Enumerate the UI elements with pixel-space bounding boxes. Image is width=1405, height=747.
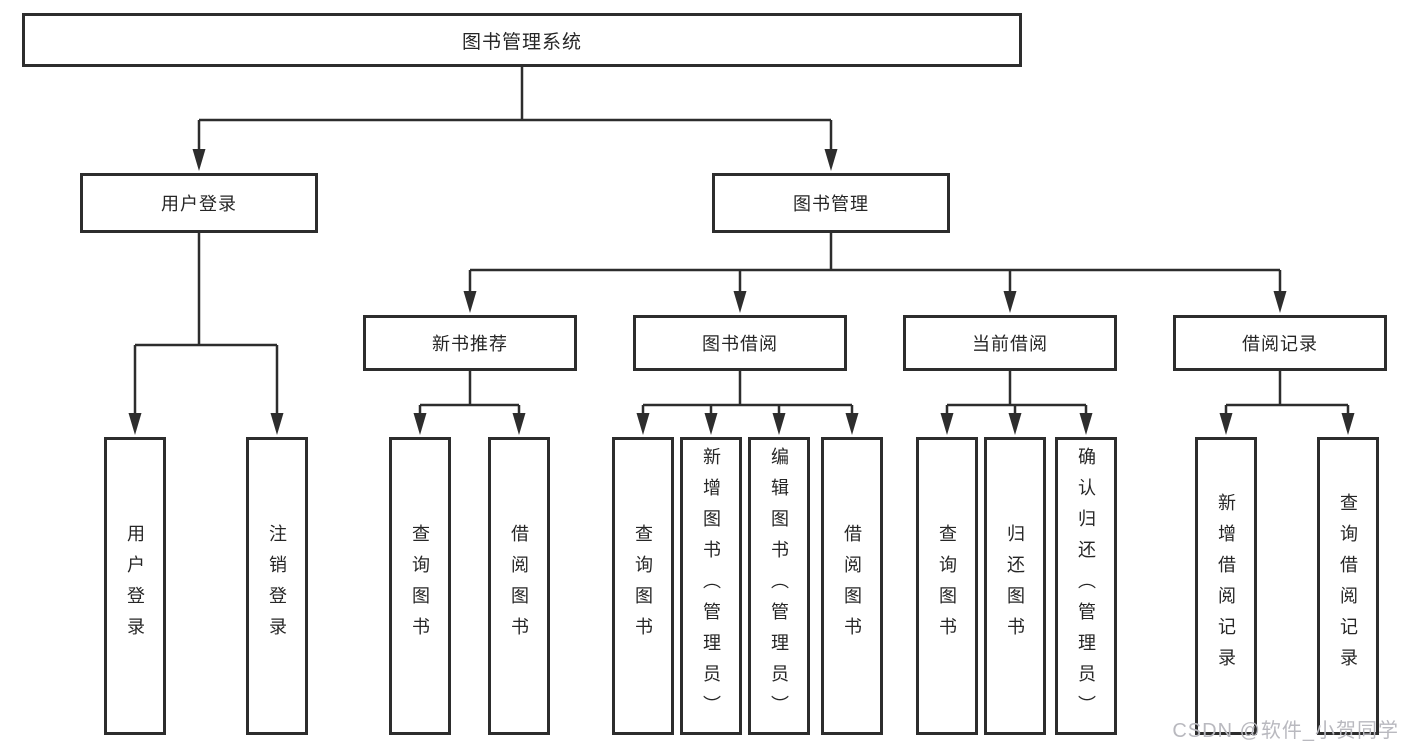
arrowhead: [270, 413, 284, 435]
node-current-borrow: 当前借阅: [903, 315, 1117, 371]
leaf-confirm-return-admin-label: 确认归还（管理员）: [1076, 446, 1096, 726]
node-borrow-records: 借阅记录: [1173, 315, 1387, 371]
arrowhead: [733, 291, 747, 313]
node-borrow-records-label: 借阅记录: [1242, 334, 1318, 354]
connector-borrow-records-children: [1219, 371, 1355, 435]
leaf-query-books-borrow-label: 查询图书: [633, 524, 653, 648]
leaf-confirm-return-admin: 确认归还（管理员）: [1055, 437, 1117, 735]
node-book-borrow-label: 图书借阅: [702, 334, 778, 354]
arrowhead: [1341, 413, 1355, 435]
arrowhead: [413, 413, 427, 435]
arrowhead: [128, 413, 142, 435]
leaf-logout-label: 注销登录: [267, 524, 287, 648]
connector-book-borrow-children: [636, 371, 859, 435]
leaf-add-borrow-record-label: 新增借阅记录: [1216, 493, 1236, 679]
leaf-query-borrow-record: 查询借阅记录: [1317, 437, 1379, 735]
leaf-add-book-admin: 新增图书（管理员）: [680, 437, 742, 735]
leaf-logout: 注销登录: [246, 437, 308, 735]
node-book-management: 图书管理: [712, 173, 950, 233]
arrowhead: [845, 413, 859, 435]
arrowhead: [463, 291, 477, 313]
leaf-query-borrow-record-label: 查询借阅记录: [1338, 493, 1358, 679]
leaf-borrow-books-recommend: 借阅图书: [488, 437, 550, 735]
arrowhead: [772, 413, 786, 435]
arrowhead: [192, 149, 206, 171]
node-book-borrow: 图书借阅: [633, 315, 847, 371]
leaf-borrow-books-recommend-label: 借阅图书: [509, 524, 529, 648]
connector-new-book-children: [413, 371, 526, 435]
leaf-query-books-borrow: 查询图书: [612, 437, 674, 735]
leaf-query-books-current: 查询图书: [916, 437, 978, 735]
node-root: 图书管理系统: [22, 13, 1022, 67]
leaf-add-book-admin-label: 新增图书（管理员）: [701, 446, 721, 726]
connector-current-borrow-children: [940, 371, 1093, 435]
leaf-query-books-current-label: 查询图书: [937, 524, 957, 648]
arrowhead: [1273, 291, 1287, 313]
node-book-management-label: 图书管理: [793, 194, 869, 214]
connector-root-to-level2: [192, 67, 838, 171]
arrowhead: [1079, 413, 1093, 435]
arrowhead: [512, 413, 526, 435]
node-user-login: 用户登录: [80, 173, 318, 233]
leaf-query-books-recommend-label: 查询图书: [410, 524, 430, 648]
node-user-login-label: 用户登录: [161, 194, 237, 214]
connector-book-management-children: [463, 233, 1287, 313]
node-new-book-recommend-label: 新书推荐: [432, 334, 508, 354]
leaf-edit-book-admin-label: 编辑图书（管理员）: [769, 446, 789, 726]
arrowhead: [940, 413, 954, 435]
node-new-book-recommend: 新书推荐: [363, 315, 577, 371]
arrowhead: [1008, 413, 1022, 435]
leaf-query-books-recommend: 查询图书: [389, 437, 451, 735]
leaf-return-book: 归还图书: [984, 437, 1046, 735]
connector-user-login-children: [128, 233, 284, 435]
leaf-user-login-label: 用户登录: [125, 524, 145, 648]
watermark: CSDN @软件_小贺同学: [1172, 720, 1399, 742]
leaf-add-borrow-record: 新增借阅记录: [1195, 437, 1257, 735]
leaf-borrow-books-label: 借阅图书: [842, 524, 862, 648]
leaf-return-book-label: 归还图书: [1005, 524, 1025, 648]
leaf-user-login: 用户登录: [104, 437, 166, 735]
arrowhead: [1003, 291, 1017, 313]
node-root-label: 图书管理系统: [461, 31, 582, 53]
arrowhead: [1219, 413, 1233, 435]
arrowhead: [704, 413, 718, 435]
leaf-borrow-books: 借阅图书: [821, 437, 883, 735]
arrowhead: [824, 149, 838, 171]
arrowhead: [636, 413, 650, 435]
leaf-edit-book-admin: 编辑图书（管理员）: [748, 437, 810, 735]
node-current-borrow-label: 当前借阅: [972, 334, 1048, 354]
